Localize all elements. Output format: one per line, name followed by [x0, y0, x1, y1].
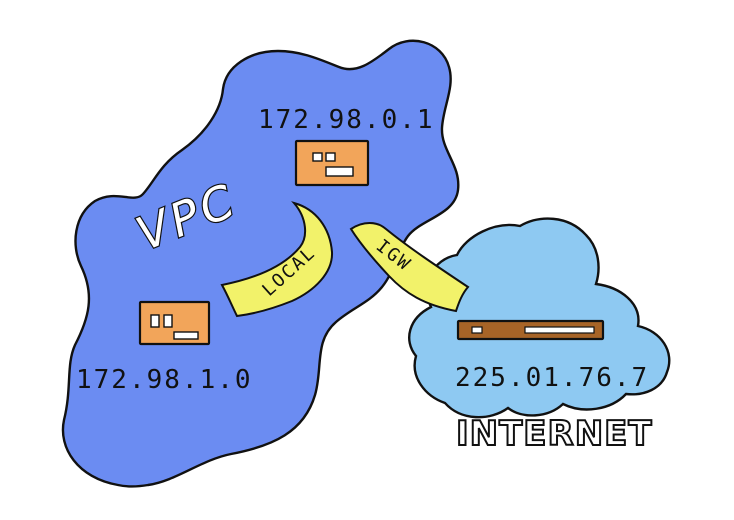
- status-panel-icon: [524, 326, 595, 334]
- router-device: [294, 139, 370, 187]
- status-panel-icon: [325, 166, 354, 177]
- internet-cloud: [408, 217, 671, 419]
- host-ip-label: 172.98.1.0: [76, 365, 253, 395]
- port-icon: [163, 314, 173, 328]
- port-icon: [150, 314, 160, 328]
- port-icon: [471, 326, 483, 334]
- igw-link-ribbon: IGW: [349, 222, 470, 313]
- status-panel-icon: [173, 331, 199, 340]
- internet-ip-label: 225.01.76.7: [455, 363, 649, 393]
- router-ip-label: 172.98.0.1: [258, 105, 435, 135]
- port-icon: [312, 152, 323, 162]
- port-icon: [325, 152, 336, 162]
- host-device: [138, 300, 211, 346]
- internet-server-device: [456, 319, 605, 341]
- internet-label: INTERNET: [456, 414, 653, 454]
